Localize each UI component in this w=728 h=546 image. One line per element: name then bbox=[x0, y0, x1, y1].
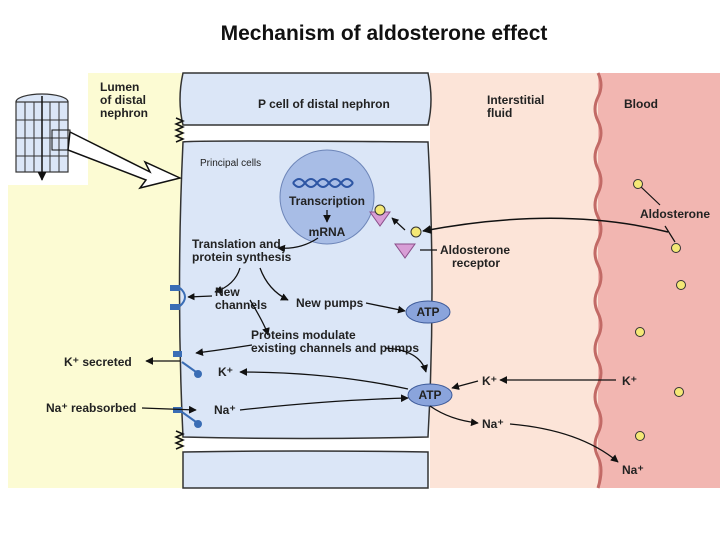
aldosterone-blood-icon-1 bbox=[633, 179, 643, 189]
lumen-label-3: nephron bbox=[100, 106, 148, 120]
nucleus bbox=[279, 149, 375, 245]
atp-bottom-label: ATP bbox=[418, 388, 441, 402]
blood-label: Blood bbox=[624, 97, 658, 111]
blood-region bbox=[598, 73, 720, 488]
na-reabsorbed-label: Na⁺ reabsorbed bbox=[46, 401, 136, 415]
tight-junction-bottom bbox=[174, 430, 185, 450]
aldosterone-label: Aldosterone bbox=[640, 207, 710, 221]
mrna-label: mRNA bbox=[309, 225, 346, 239]
k-secreted-label: K⁺ secreted bbox=[64, 355, 132, 369]
aldosterone-bound-icon bbox=[374, 204, 386, 216]
new-channels-label-1: New bbox=[215, 285, 240, 299]
aldosterone-moving-icon bbox=[410, 226, 422, 238]
new-channels-label-2: channels bbox=[215, 298, 267, 312]
na-blood-label: Na⁺ bbox=[622, 463, 644, 477]
k-cell-label: K⁺ bbox=[218, 365, 233, 379]
na-channel-icon bbox=[173, 407, 202, 428]
aldosterone-entry-arrow bbox=[422, 217, 669, 234]
tight-junction-top bbox=[174, 117, 185, 143]
na-cell-label: Na⁺ bbox=[214, 403, 236, 417]
aldosterone-receptor-label-1: Aldosterone bbox=[440, 243, 510, 257]
modulate-label-1: Proteins modulate bbox=[251, 328, 356, 342]
k-interstitial-label: K⁺ bbox=[482, 374, 497, 388]
new-channel-icon bbox=[170, 285, 186, 310]
translation-label-2: protein synthesis bbox=[192, 250, 292, 264]
new-pumps-label: New pumps bbox=[296, 296, 364, 310]
cell-label: P cell of distal nephron bbox=[258, 97, 390, 111]
capillary-wall bbox=[593, 72, 603, 489]
lumen-label-2: of distal bbox=[100, 93, 146, 107]
atp-top-label: ATP bbox=[416, 305, 439, 319]
aldosterone-blood-icon-6 bbox=[635, 431, 645, 441]
na-interstitial-label: Na⁺ bbox=[482, 417, 504, 431]
receptor-free-icon bbox=[394, 243, 416, 259]
nephron-tubule-icon bbox=[8, 73, 88, 185]
dna-helix-icon bbox=[292, 178, 354, 188]
aldosterone-blood-icon-5 bbox=[674, 387, 684, 397]
lumen-label-1: Lumen bbox=[100, 80, 139, 94]
k-channel-icon bbox=[173, 351, 202, 378]
k-blood-label: K⁺ bbox=[622, 374, 637, 388]
interstitial-region bbox=[430, 73, 598, 488]
aldosterone-blood-icon-3 bbox=[676, 280, 686, 290]
aldosterone-blood-icon-4 bbox=[635, 327, 645, 337]
aldosterone-receptor-label-2: receptor bbox=[452, 256, 500, 270]
aldosterone-blood-icon-2 bbox=[671, 243, 681, 253]
transcription-label: Transcription bbox=[289, 194, 365, 208]
lower-neighbor-cell bbox=[182, 450, 429, 489]
interstitial-label-1: Interstitial bbox=[487, 93, 544, 107]
translation-label-1: Translation and bbox=[192, 237, 281, 251]
interstitial-label-2: fluid bbox=[487, 106, 512, 120]
zoom-arrow bbox=[67, 130, 183, 190]
principal-cells-label: Principal cells bbox=[200, 158, 261, 169]
upper-neighbor-cell bbox=[179, 72, 432, 126]
atp-pump-top bbox=[405, 300, 451, 324]
page-title: Mechanism of aldosterone effect bbox=[220, 22, 548, 45]
modulate-label-2: existing channels and pumps bbox=[251, 341, 419, 355]
